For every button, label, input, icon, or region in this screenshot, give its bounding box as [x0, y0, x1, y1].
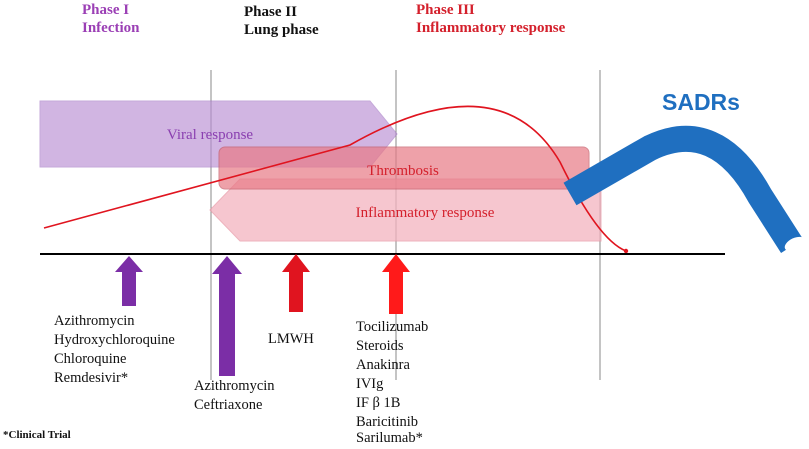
- phase-2-header: Phase II Lung phase: [244, 4, 319, 38]
- drug-item: IF β 1B: [356, 395, 400, 411]
- drug-item: Hydroxychloroquine: [54, 332, 175, 348]
- severity-curve-end: [623, 248, 629, 254]
- phase-1-subtitle: Infection: [82, 20, 140, 36]
- phase-3-drug-arrow: [382, 254, 410, 314]
- drug-item: Azithromycin: [194, 378, 275, 394]
- drug-item: Ceftriaxone: [194, 397, 262, 413]
- inflammatory-response-label: Inflammatory response: [356, 205, 495, 221]
- phase-1-drug-arrow: [115, 256, 143, 306]
- drug-item: Anakinra: [356, 357, 411, 373]
- drug-item: IVIg: [356, 376, 383, 392]
- phase-2-drug-arrow: [212, 256, 242, 376]
- phase-3-subtitle: Inflammatory response: [416, 20, 566, 36]
- thrombosis-band: [218, 146, 590, 190]
- drug-item: Baricitinib: [356, 414, 418, 430]
- drug-item: Tocilizumab: [356, 319, 428, 335]
- phase-3-title: Phase III: [416, 2, 475, 18]
- phase-3-drug-list: Tocilizumab Steroids Anakinra IVIg IF β …: [356, 319, 428, 446]
- sadrs-hook-shape: [563, 125, 803, 254]
- severity-curve: [43, 105, 627, 252]
- drug-item: Steroids: [356, 338, 404, 354]
- lmwh-drug-list: LMWH: [268, 331, 314, 347]
- viral-response-label: Viral response: [167, 127, 253, 143]
- lmwh-arrow: [282, 254, 310, 312]
- sadrs-label: SADRs: [662, 89, 740, 115]
- phase-2-subtitle: Lung phase: [244, 22, 319, 38]
- drug-item: Remdesivir*: [54, 370, 128, 386]
- sadrs-hook-tip: [784, 236, 806, 252]
- drug-item: Sarilumab*: [356, 430, 423, 444]
- phase-3-header: Phase III Inflammatory response: [416, 2, 566, 36]
- drug-item: Chloroquine: [54, 351, 127, 367]
- drug-item: Azithromycin: [54, 313, 135, 329]
- phase-1-title: Phase I: [82, 2, 129, 18]
- phase-2-title: Phase II: [244, 4, 297, 20]
- phase-1-header: Phase I Infection: [82, 2, 140, 36]
- clinical-trial-footnote: *Clinical Trial: [3, 429, 71, 441]
- thrombosis-label: Thrombosis: [367, 163, 439, 179]
- drug-item: LMWH: [268, 331, 314, 347]
- phase-1-drug-list: Azithromycin Hydroxychloroquine Chloroqu…: [54, 313, 175, 386]
- phase-2-drug-list: Azithromycin Ceftriaxone: [194, 378, 275, 413]
